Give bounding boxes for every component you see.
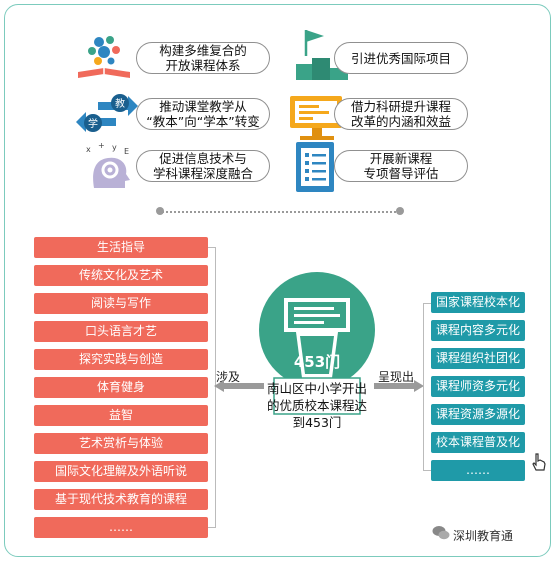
measure-pill-intl: 引进优秀国际项目 [334,42,468,74]
features-label: 呈现出 [378,370,415,384]
separator-dot-right [396,207,404,215]
area-item: 益智 [34,405,208,426]
flag-podium-icon [292,26,352,82]
badge-study: 学 [88,117,98,130]
center-badge [256,270,378,415]
svg-text:+: + [98,141,105,150]
measure-pill-supervise: 开展新课程 专项督导评估 [334,150,468,182]
area-item: 探究实践与创造 [34,349,208,370]
feature-item: 课程资源多源化 [431,404,525,425]
section-separator [162,211,400,213]
area-item: 口头语言才艺 [34,321,208,342]
svg-text:x: x [86,145,91,154]
area-item: 生活指导 [34,237,208,258]
arrow-left-icon [214,380,264,392]
measure-pill-shift: 推动课堂教学从 “教本”向“学本”转变 [136,98,270,130]
feature-item: 课程内容多元化 [431,320,525,341]
svg-text:E: E [124,147,129,156]
measure-pill-tech: 促进信息技术与 学科课程深度融合 [136,150,270,182]
area-item: …… [34,517,208,538]
area-item: 体育健身 [34,377,208,398]
area-item: 传统文化及艺术 [34,265,208,286]
checklist-icon [292,140,340,194]
monitor-icon [282,92,354,144]
feature-item: 校本课程普及化 [431,432,525,453]
measure-pill-system: 构建多维复合的 开放课程体系 [136,42,270,74]
areas-bracket [208,247,216,528]
area-item: 阅读与写作 [34,293,208,314]
hand-cursor-icon [532,453,546,471]
center-caption: 南山区中小学开出的优质校本课程达到453门 [266,381,367,430]
course-count: 453门 [293,353,341,371]
head-gear-icon: x + y E [80,140,142,192]
book-icon [74,32,134,82]
feature-item: 国家课程校本化 [431,292,525,313]
feature-item: 课程组织社团化 [431,348,525,369]
svg-text:y: y [112,143,117,152]
feature-item: 课程师资多元化 [431,376,525,397]
feature-item: …… [431,460,525,481]
wechat-logo-icon [432,526,450,540]
swap-arrows-icon: 教 学 [76,90,138,138]
measure-pill-research: 借力科研提升课程 改革的内涵和效益 [334,98,468,130]
areas-label: 涉及 [216,370,241,384]
area-item: 国际文化理解及外语听说 [34,461,208,482]
watermark-text: 深圳教育通 [453,529,514,543]
arrow-right-icon [374,380,424,392]
area-item: 艺术赏析与体验 [34,433,208,454]
features-bracket [423,303,431,471]
separator-dot-left [156,207,164,215]
badge-teach: 教 [115,97,125,110]
area-item: 基于现代技术教育的课程 [34,489,208,510]
